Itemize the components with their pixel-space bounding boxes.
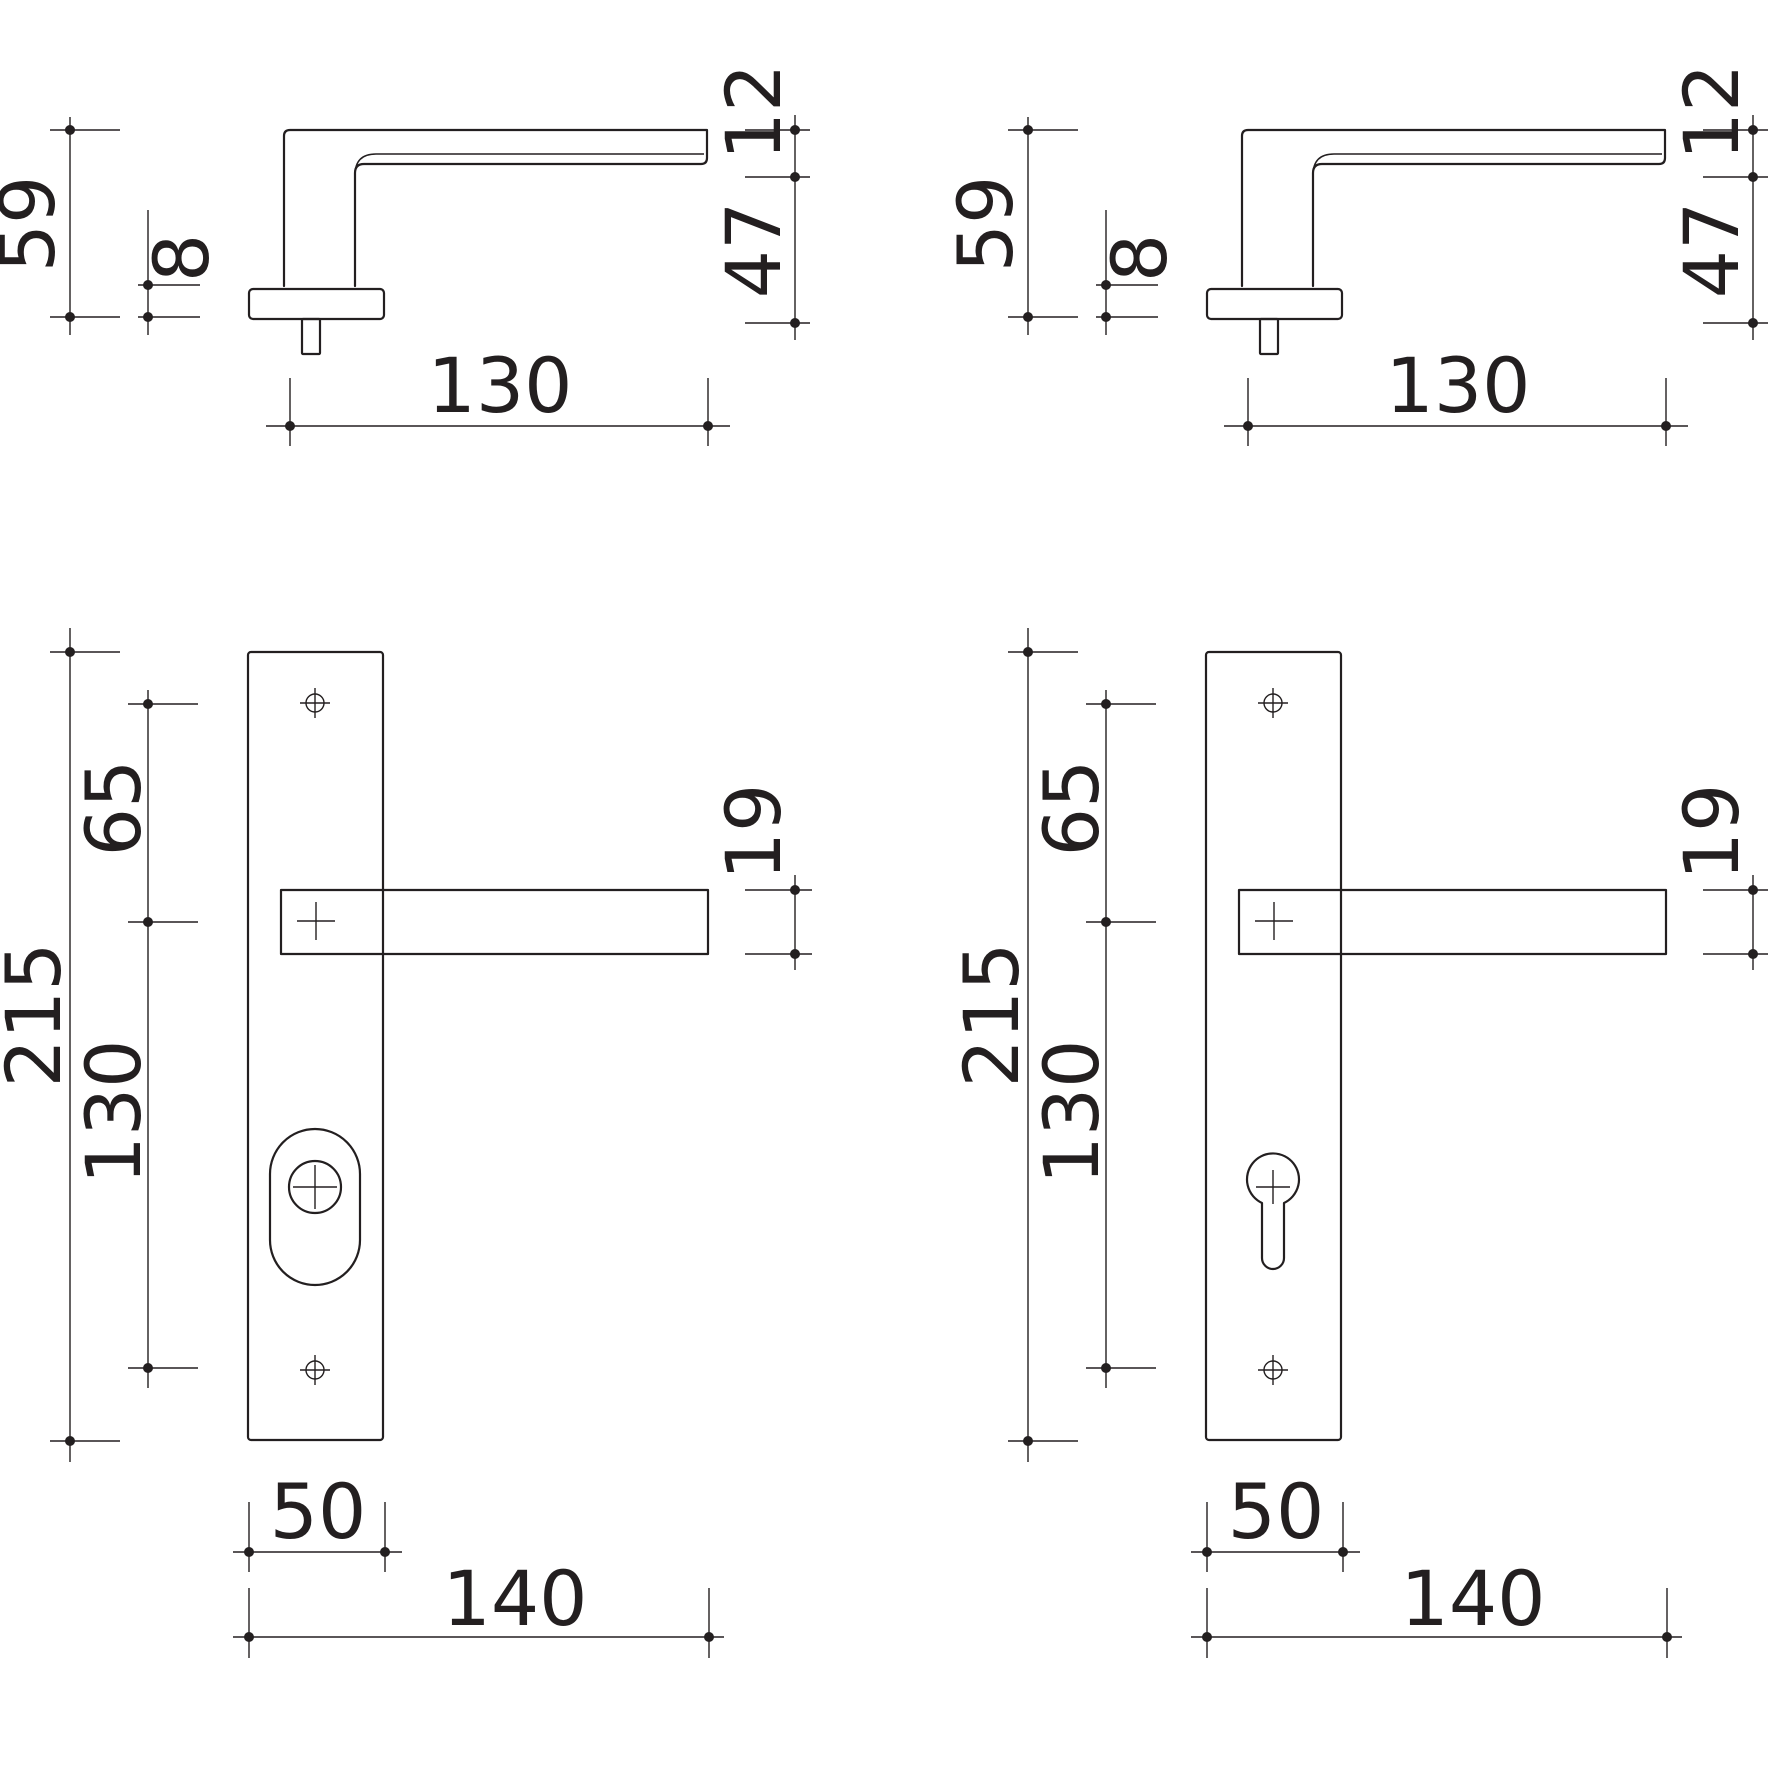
dimension-label: 59 [941, 176, 1030, 273]
dimension-label: 130 [1027, 1039, 1116, 1184]
screw-hole-top [300, 688, 330, 718]
backplate [246, 650, 385, 1442]
dimension-label: 19 [709, 784, 798, 881]
lever-face [1237, 888, 1668, 956]
dimension-label: 65 [69, 760, 158, 857]
dimension-label: 8 [137, 234, 226, 282]
dimension-label: 215 [0, 942, 78, 1087]
dimension-label: 140 [442, 1554, 587, 1643]
dimension-label: 215 [947, 942, 1036, 1087]
rose [247, 287, 386, 321]
dimension-label: 12 [709, 64, 798, 161]
dimension-label: 8 [1095, 234, 1184, 282]
dimension-59: 59 [0, 117, 120, 335]
dimension-label: 59 [0, 176, 72, 273]
dimension-140: 140 [1191, 1554, 1682, 1658]
dimension-8: 8 [137, 210, 226, 335]
lever-face [279, 888, 710, 956]
dimension-label: 65 [1027, 760, 1116, 857]
dimension-19: 19 [709, 784, 812, 970]
dimension-12-47: 12 47 [709, 64, 810, 340]
dimension-label: 130 [427, 341, 572, 430]
lever-bevel [354, 153, 704, 176]
screw-hole-top [1258, 688, 1288, 718]
dimension-12-47: 12 47 [1667, 64, 1768, 340]
dimension-59: 59 [941, 117, 1078, 335]
spindle [1258, 317, 1280, 356]
dimension-130: 130 [266, 341, 730, 446]
dimension-130: 130 [1224, 341, 1688, 446]
dimension-50: 50 [1191, 1467, 1360, 1572]
spindle [300, 317, 322, 356]
oval-keyhole-icon [268, 1127, 362, 1287]
dimension-label: 140 [1400, 1554, 1545, 1643]
side-view-right: 59 8 12 47 130 [941, 64, 1768, 446]
screw-hole-bottom [300, 1355, 330, 1385]
dimension-19: 19 [1667, 784, 1768, 970]
lever-outline [1240, 128, 1667, 288]
dimension-65-130: 65 130 [1027, 690, 1156, 1388]
screw-hole-bottom [1258, 1355, 1288, 1385]
profile-cylinder-keyhole-icon [1245, 1152, 1301, 1271]
dimension-215: 215 [0, 628, 120, 1462]
dimension-label: 47 [1667, 202, 1756, 299]
front-view-left: 215 65 130 19 50 [0, 628, 812, 1658]
side-view-left: 59 8 12 47 130 [0, 64, 810, 446]
lever-outline [282, 128, 709, 288]
dimension-label: 19 [1667, 784, 1756, 881]
front-view-right: 215 65 130 19 50 [947, 628, 1768, 1658]
dimension-label: 50 [270, 1467, 367, 1556]
lever-bevel [1312, 153, 1662, 176]
dimension-65-130: 65 130 [69, 690, 198, 1388]
dimension-label: 130 [1385, 341, 1530, 430]
dimension-label: 12 [1667, 64, 1756, 161]
dimension-50: 50 [233, 1467, 402, 1572]
dimension-label: 130 [69, 1039, 158, 1184]
dimension-label: 47 [709, 202, 798, 299]
dimension-label: 50 [1228, 1467, 1325, 1556]
dimension-8: 8 [1095, 210, 1184, 335]
spindle-mark [1255, 902, 1293, 940]
rose [1205, 287, 1344, 321]
dimension-140: 140 [233, 1554, 724, 1658]
spindle-mark [297, 902, 335, 940]
backplate [1204, 650, 1343, 1442]
dimension-215: 215 [947, 628, 1078, 1462]
